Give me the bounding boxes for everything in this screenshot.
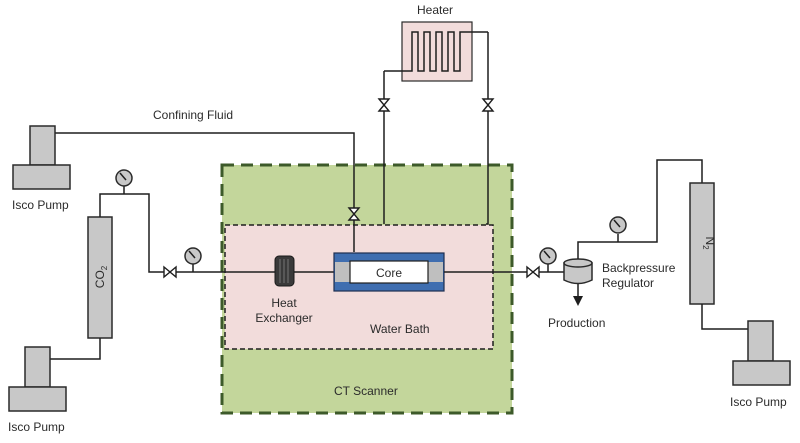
isco-pump-right-label: Isco Pump — [730, 395, 787, 409]
core-label: Core — [376, 266, 402, 280]
heater-inlet-valve-icon — [378, 98, 390, 112]
inlet-valve-icon — [163, 266, 177, 278]
n2-pump-pipe — [701, 304, 748, 330]
isco-pump-top-left — [12, 125, 71, 190]
outlet-valve-icon — [526, 266, 540, 278]
isco-pump-top-left-label: Isco Pump — [12, 198, 69, 212]
outlet-pressure-gauge-icon — [539, 247, 557, 265]
co2-outlet-pipe — [99, 193, 225, 273]
backpressure-regulator-label-line1: Backpressure — [602, 261, 676, 275]
regulator-pressure-gauge-icon — [609, 216, 627, 234]
isco-pump-bottom-left — [8, 346, 67, 412]
confining-fluid-label: Confining Fluid — [153, 108, 233, 122]
n2-label: N2 — [701, 236, 717, 250]
heater-outlet-pipe — [486, 32, 489, 225]
heat-exchanger-label-line2: Exchanger — [255, 311, 312, 325]
production-arrow-icon — [573, 296, 583, 306]
regulator-n2-pipe — [577, 159, 703, 259]
backpressure-regulator-label-line2: Regulator — [602, 276, 654, 290]
heater-coil — [384, 31, 488, 72]
backpressure-regulator-icon — [563, 258, 593, 285]
co2-pump-pipe — [50, 338, 101, 360]
heat-exchanger-label-line1: Heat — [271, 296, 297, 310]
production-label: Production — [548, 316, 605, 330]
co2-cylinder — [87, 216, 113, 339]
isco-pump-right — [732, 320, 791, 386]
water-bath-label: Water Bath — [370, 322, 430, 336]
heat-exchanger-icon — [274, 255, 295, 287]
core-holder — [333, 252, 445, 292]
co2-pressure-gauge-icon — [115, 169, 133, 187]
inlet-pressure-gauge-icon — [184, 247, 202, 265]
co2-label: CO2 — [93, 265, 109, 288]
ct-scanner-label: CT Scanner — [334, 384, 398, 398]
heater-label: Heater — [417, 3, 453, 17]
isco-pump-bottom-left-label: Isco Pump — [8, 420, 65, 434]
heater-outlet-valve-icon — [482, 98, 494, 112]
